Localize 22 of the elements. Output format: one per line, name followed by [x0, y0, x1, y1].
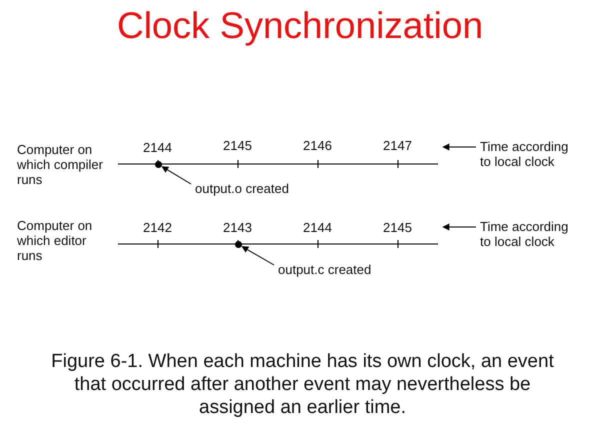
leader-arrow	[241, 246, 274, 266]
leader-arrow	[442, 144, 476, 150]
time-value: 2145	[383, 220, 412, 235]
event-dot	[155, 161, 162, 168]
annotation-text: Time according to local clock	[480, 219, 578, 249]
title: Clock Synchronization	[116, 4, 484, 48]
row-label: Computer on which compiler runs	[17, 142, 104, 187]
leader-arrow	[161, 166, 192, 184]
annotation-text: Time according to local clock	[480, 139, 578, 169]
time-value: 2142	[143, 220, 172, 235]
time-value: 2144	[303, 220, 332, 235]
time-value: 2147	[383, 138, 412, 153]
time-value: 2145	[223, 138, 252, 153]
annotation-text: output.c created	[278, 262, 372, 277]
annotation-text: output.o created	[195, 181, 289, 196]
time-value: 2144	[143, 140, 172, 155]
leader-arrow	[442, 224, 476, 230]
row-label: Computer on which editor runs	[17, 218, 94, 263]
time-value: 2146	[303, 138, 332, 153]
figure-caption: Figure 6-1. When each machine has its own clock, an event that occurred after another event may nevertheless be assigned an earlier time.	[50, 350, 555, 419]
time-value: 2143	[223, 220, 252, 235]
event-dot	[235, 241, 242, 248]
